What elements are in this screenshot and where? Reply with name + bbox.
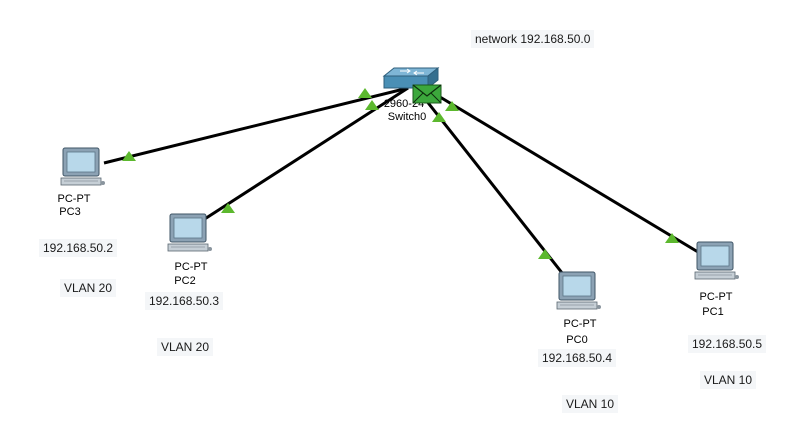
pc3-vlan-note[interactable]: VLAN 20	[60, 279, 117, 297]
pc-icon	[556, 271, 601, 310]
pc3-type-label: PC-PT	[57, 193, 91, 205]
pc3-ip-note[interactable]: 192.168.50.2	[39, 239, 118, 257]
pc-icon	[694, 241, 739, 280]
pdu-envelope-icon	[412, 84, 442, 104]
link-switch-pc2[interactable]	[199, 86, 409, 224]
link-up-triangle-icon	[445, 101, 459, 111]
pc1-device[interactable]	[693, 240, 741, 284]
pc2-name-label: PC2	[174, 275, 196, 287]
link-up-triangle-icon	[122, 151, 136, 161]
link-up-triangle-icon	[358, 88, 372, 98]
pc-icon	[167, 213, 212, 252]
link-up-triangle-icon	[665, 233, 679, 243]
pc2-vlan-note[interactable]: VLAN 20	[157, 338, 214, 356]
link-up-triangle-icon	[221, 203, 235, 213]
pc0-name-label: PC0	[566, 334, 588, 346]
pc3-device[interactable]	[59, 146, 107, 190]
link-switch-pc1[interactable]	[424, 86, 699, 254]
pc2-type-label: PC-PT	[174, 261, 208, 273]
pc1-ip-note[interactable]: 192.168.50.5	[688, 335, 767, 353]
link-switch-pc3[interactable]	[103, 86, 409, 165]
pc-icon	[60, 147, 105, 186]
pc2-ip-note[interactable]: 192.168.50.3	[145, 292, 224, 310]
pdu-envelope[interactable]	[412, 84, 442, 104]
link-up-triangle-icon	[432, 112, 446, 122]
pc3-name-label: PC3	[59, 206, 81, 218]
pc1-vlan-note[interactable]: VLAN 10	[700, 371, 757, 389]
switch-name-label: Switch0	[387, 111, 427, 123]
pc1-type-label: PC-PT	[699, 291, 733, 303]
pc0-vlan-note[interactable]: VLAN 10	[562, 395, 619, 413]
pc2-device[interactable]	[166, 212, 214, 256]
pc0-type-label: PC-PT	[563, 318, 597, 330]
pc0-ip-note[interactable]: 192.168.50.4	[538, 349, 617, 367]
pc1-name-label: PC1	[702, 306, 724, 318]
link-up-triangle-icon	[365, 100, 379, 110]
network-note[interactable]: network 192.168.50.0	[471, 30, 595, 48]
link-up-triangle-icon	[538, 249, 552, 259]
pc0-device[interactable]	[555, 270, 603, 314]
